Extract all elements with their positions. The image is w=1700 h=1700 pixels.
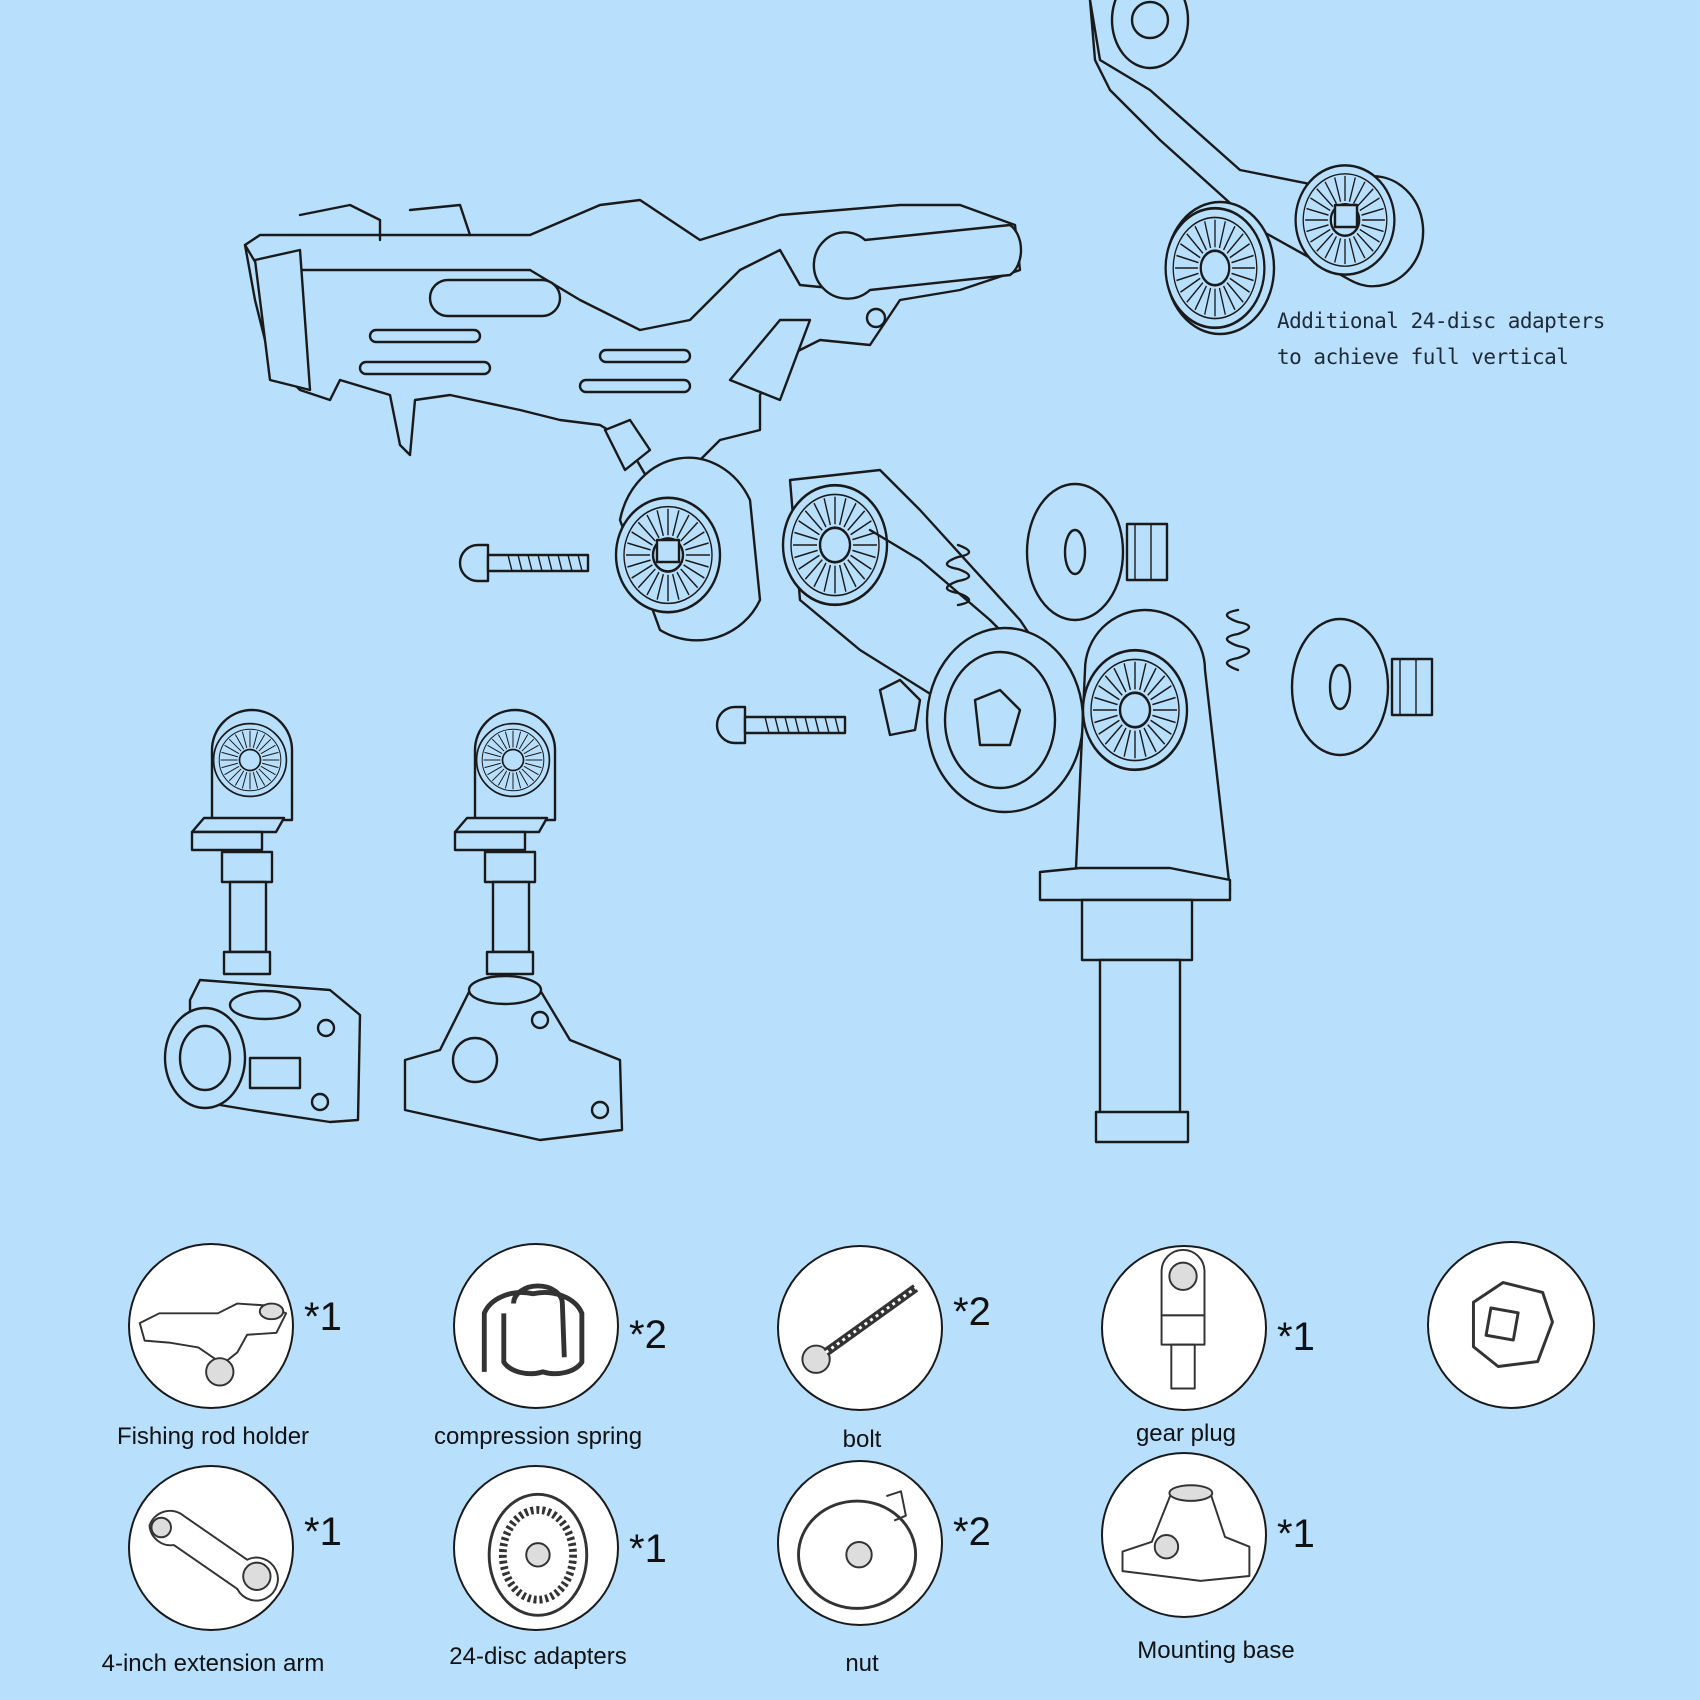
label-rod-holder: Fishing rod holder — [116, 1423, 310, 1450]
bolt-lower — [715, 705, 847, 745]
part-disc-adapter: *1 24-disc adapters — [449, 1465, 793, 1675]
disc-adapter-icon — [453, 1465, 619, 1631]
right-elbow-drawing — [1038, 608, 1232, 1144]
exploded-assembly-diagram — [163, 0, 1434, 1144]
nut-icon — [777, 1460, 943, 1626]
adapter-note-line2: to achieve full vertical — [1277, 345, 1569, 369]
washer-upper — [1025, 482, 1169, 622]
part-mounting-base: *1 Mounting base — [1101, 1452, 1441, 1664]
label-mounting-base: Mounting base — [1137, 1637, 1295, 1664]
top-extension-arm-drawing — [1088, 0, 1425, 288]
mounting-base-middle — [403, 974, 624, 1142]
bolt-upper — [458, 543, 590, 583]
qty-rod-holder: *1 — [304, 1295, 342, 1339]
adapter-note-line1: Additional 24-disc adapters — [1277, 309, 1605, 333]
rod-holder-drawing — [243, 198, 1023, 642]
part-gear-plug: *1 gear plug — [1101, 1245, 1441, 1455]
lower-knuckle-drawing — [878, 626, 1085, 814]
qty-spring: *2 — [629, 1313, 667, 1357]
washer-lower — [1290, 617, 1434, 757]
part-bolt: *2 bolt — [777, 1245, 1117, 1455]
extra-disc-adapter-drawing — [1164, 200, 1276, 336]
qty-disc-adapter: *1 — [629, 1527, 667, 1571]
rod-holder-icon — [128, 1243, 294, 1409]
qty-extension-arm: *1 — [304, 1510, 342, 1554]
qty-nut: *2 — [953, 1510, 991, 1554]
spring-icon — [453, 1243, 619, 1409]
qty-gear-plug: *1 — [1277, 1315, 1315, 1359]
label-nut: nut — [845, 1650, 879, 1677]
square-nut-icon — [1427, 1241, 1595, 1409]
label-extension-arm: 4-inch extension arm — [101, 1650, 325, 1677]
label-bolt: bolt — [842, 1426, 882, 1453]
part-extension-arm: *1 4-inch extension arm — [102, 1465, 468, 1677]
part-fishing-rod-holder: *1 Fishing rod holder — [117, 1243, 468, 1453]
qty-bolt: *2 — [953, 1290, 991, 1334]
mounting-base-left — [163, 978, 362, 1124]
part-nut: *2 nut — [777, 1460, 1117, 1677]
bolt-icon — [777, 1245, 943, 1411]
label-gear-plug: gear plug — [1135, 1420, 1237, 1447]
label-disc-adapter: 24-disc adapters — [449, 1643, 627, 1670]
gear-plug-middle — [455, 710, 555, 974]
qty-mounting-base: *1 — [1277, 1512, 1315, 1556]
gear-plug-icon — [1101, 1245, 1267, 1411]
label-spring: compression spring — [433, 1423, 643, 1450]
part-compression-spring: *2 compression spring — [434, 1243, 793, 1453]
adapter-note: Additional 24-disc adapters to achieve f… — [1277, 303, 1605, 375]
gear-plug-left — [192, 710, 292, 974]
part-square-nut — [1427, 1241, 1700, 1451]
extension-arm-icon — [128, 1465, 294, 1631]
mounting-base-icon — [1101, 1452, 1267, 1618]
